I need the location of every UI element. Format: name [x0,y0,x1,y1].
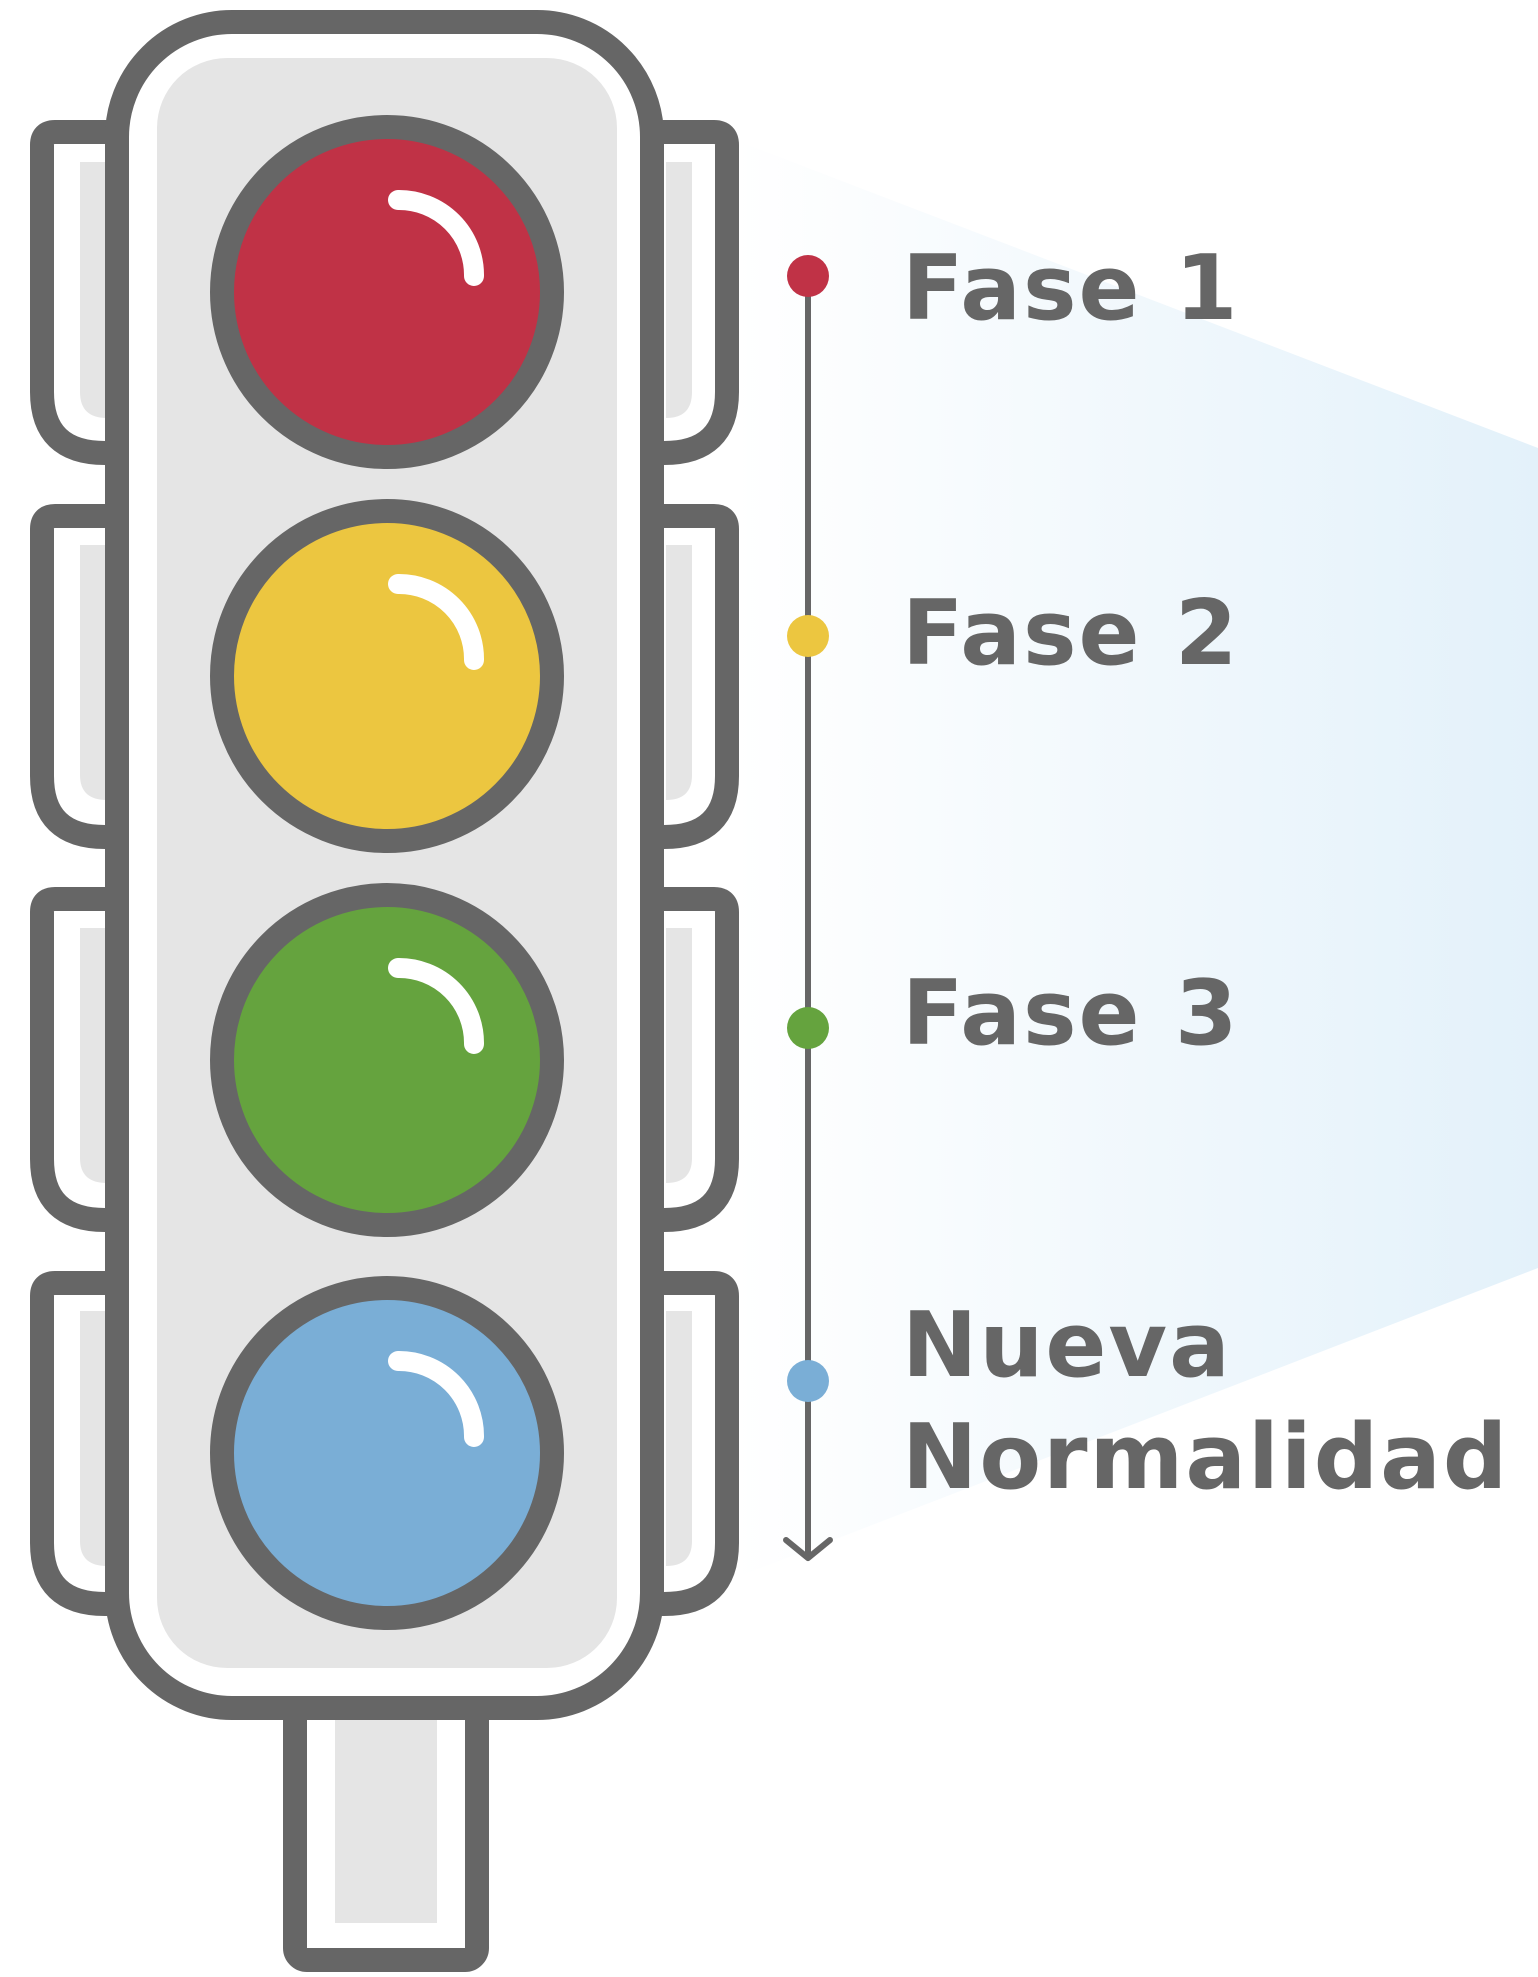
phase-2-label: Fase 2 [902,581,1240,686]
phase-4-label-line-2: Normalidad [902,1405,1510,1510]
lamp-green [210,883,564,1237]
phase-4-label: Nueva Normalidad [902,1290,1509,1514]
traffic-light-housing [105,10,664,1720]
phase-3-label: Fase 3 [902,961,1240,1066]
phase-1-label: Fase 1 [902,236,1240,341]
lamp-red [210,115,564,469]
timeline-dot-phase-2 [787,615,829,657]
phase-4-label-line-1: Nueva [902,1293,1232,1398]
visor-shading [80,162,692,1566]
lamp-yellow [210,499,564,853]
traffic-light-pole [283,1678,489,1972]
timeline [783,255,833,1561]
lamp-blue [210,1276,564,1630]
light-beam [735,140,1538,1578]
timeline-dot-phase-3 [787,1007,829,1049]
timeline-dot-phase-1 [787,255,829,297]
timeline-dot-phase-4 [787,1360,829,1402]
